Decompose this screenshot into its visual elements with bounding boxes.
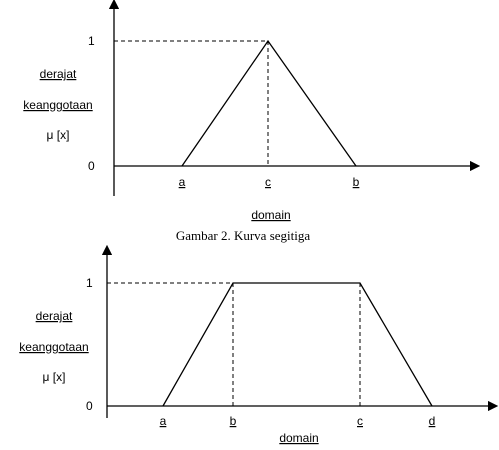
trapezoid-curve-graph: 1 0 derajat keanggotaan μ [x] a b c d do… (19, 244, 499, 445)
top-ylabel-mu: μ [x] (47, 128, 70, 142)
triangle-curve-line (181, 39, 357, 167)
trapezoid-curve-line (162, 282, 433, 407)
bottom-ylabel-mu: μ [x] (43, 370, 66, 384)
bottom-ylabel-derajat: derajat (36, 309, 73, 323)
bottom-x-tick-a: a (160, 414, 167, 428)
triangle-curve-graph: 1 0 derajat keanggotaan μ [x] a c b doma… (23, 0, 481, 222)
top-ylabel-derajat: derajat (40, 67, 77, 81)
top-ylabel-keanggotaan: keanggotaan (23, 98, 92, 112)
bottom-x-tick-c: c (357, 414, 363, 428)
top-x-tick-b: b (353, 175, 360, 189)
top-xlabel-domain: domain (251, 208, 290, 222)
bottom-y-tick-one: 1 (86, 276, 93, 290)
bottom-x-tick-d: d (429, 414, 436, 428)
top-y-tick-zero: 0 (88, 159, 95, 173)
bottom-xlabel-domain: domain (279, 431, 318, 445)
top-y-tick-one: 1 (88, 34, 95, 48)
bottom-ylabel-keanggotaan: keanggotaan (19, 340, 88, 354)
bottom-x-tick-b: b (230, 414, 237, 428)
top-x-tick-a: a (179, 175, 186, 189)
top-x-tick-c: c (265, 175, 271, 189)
bottom-y-tick-zero: 0 (86, 399, 93, 413)
figure-caption: Gambar 2. Kurva segitiga (176, 228, 311, 243)
